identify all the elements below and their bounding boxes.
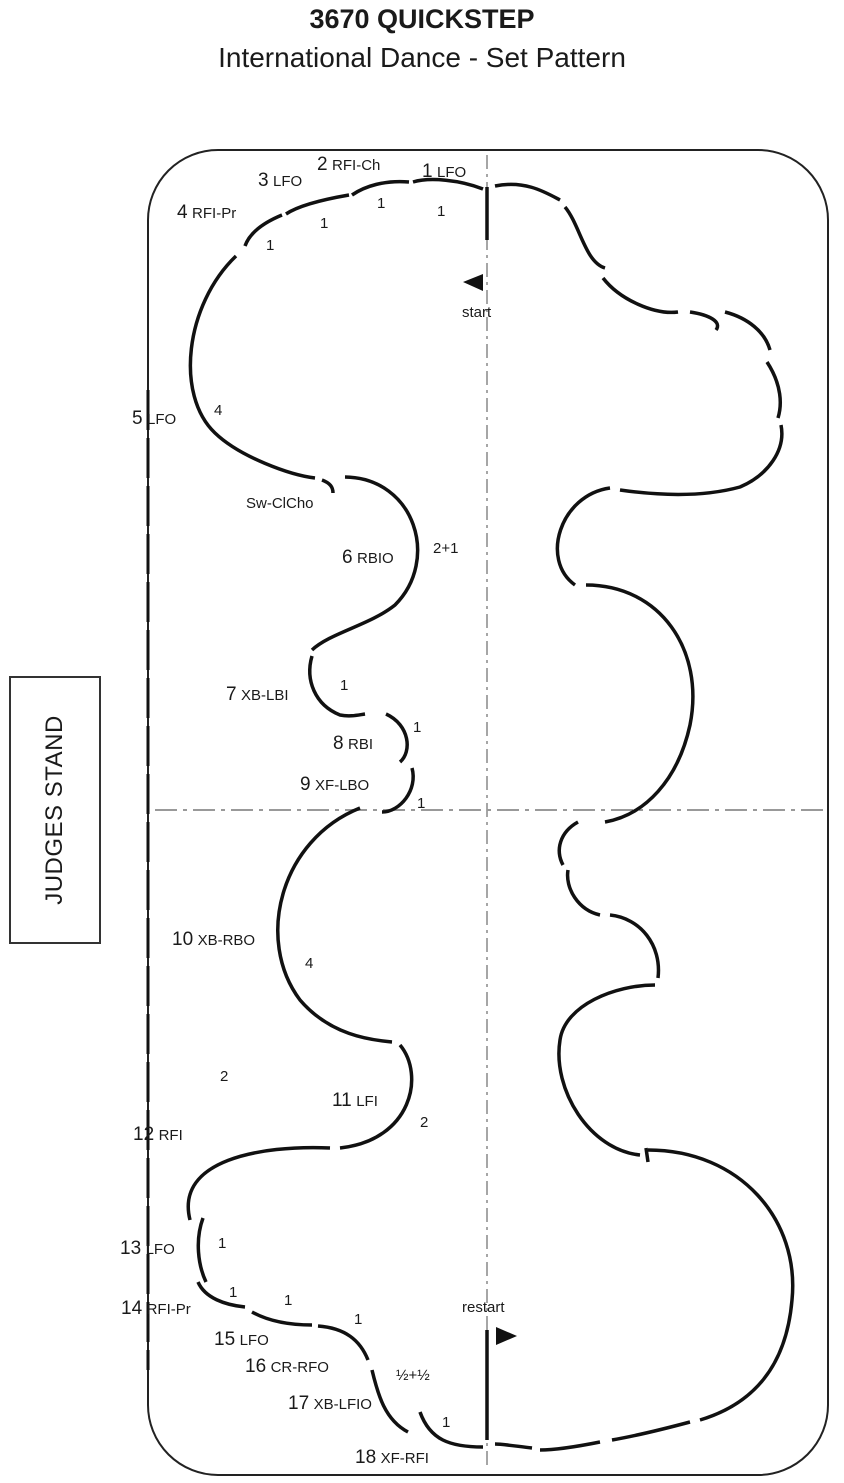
right-edge-13: [557, 983, 656, 1157]
count-1: 1: [437, 203, 445, 220]
step-11-edge: [339, 1043, 414, 1150]
step-label-13: 13 LFO: [120, 1238, 175, 1259]
step-label-2: 2 RFI-Ch: [317, 154, 380, 175]
right-edge-3: [601, 276, 679, 315]
step-label-18: 18 XF-RFI: [355, 1447, 429, 1468]
right-edge-14: [644, 1147, 650, 1163]
right-edge-9: [585, 583, 695, 824]
right-edge-2: [563, 205, 606, 270]
right-edge-18: [494, 1442, 533, 1450]
count-17: ½+½: [396, 1367, 430, 1384]
step-18-edge: [418, 1411, 484, 1449]
step-1-edge: [412, 177, 484, 191]
start-arrow-icon: [463, 274, 483, 291]
step-14-edge: [196, 1281, 246, 1309]
step-label-8: 8 RBI: [333, 733, 373, 754]
restart-label: restart: [462, 1299, 505, 1316]
right-edge-7: [619, 424, 784, 497]
step-label-9: 9 XF-LBO: [300, 774, 369, 795]
step-6b-edge: [310, 475, 420, 652]
right-edge-10: [557, 820, 579, 866]
step-label-11: 11 LFI: [332, 1090, 378, 1111]
right-edge-15: [647, 1148, 795, 1422]
right-edge-12: [609, 913, 661, 979]
step-label-7: 7 XB-LBI: [226, 684, 289, 705]
count-7: 1: [340, 677, 348, 694]
count-8: 1: [413, 719, 421, 736]
step-label-6: 6 RBIO: [342, 547, 394, 568]
count-9: 1: [417, 795, 425, 812]
step-8-edge: [385, 712, 409, 764]
start-label: start: [462, 304, 492, 321]
count-4: 1: [266, 237, 274, 254]
step-label-12: 12 RFI: [133, 1124, 183, 1145]
sw-note: Sw-ClCho: [246, 495, 314, 512]
count-5: 4: [214, 402, 222, 419]
count-15: 1: [284, 1292, 292, 1309]
step-label-10: 10 XB-RBO: [172, 929, 255, 950]
count-6: 2+1: [433, 540, 458, 557]
count-16: 1: [354, 1311, 362, 1328]
step-9-edge: [381, 767, 415, 814]
rink-outline: [147, 149, 829, 1476]
count-13: 1: [218, 1235, 226, 1252]
diagram-title: 3670 QUICKSTEP: [309, 4, 535, 34]
step-6-edge: [321, 478, 335, 494]
step-16-edge: [317, 1324, 370, 1361]
step-17-edge: [370, 1369, 409, 1434]
step-label-17: 17 XB-LFIO: [288, 1393, 372, 1414]
step-4-edge: [243, 213, 283, 247]
step-3-edge: [285, 193, 350, 216]
right-edge-16: [611, 1420, 691, 1442]
step-2-edge: [351, 179, 410, 197]
count-12: 2: [220, 1068, 228, 1085]
step-label-1: 1 LFO: [422, 161, 466, 182]
right-edge-6: [765, 361, 782, 419]
count-18: 1: [442, 1414, 450, 1431]
right-edge-1: [494, 182, 561, 202]
count-3: 1: [320, 215, 328, 232]
step-10-edge: [276, 806, 393, 1044]
right-edge-4: [689, 310, 720, 332]
judges-stand-box: JUDGES STAND: [9, 676, 101, 944]
right-edge-5: [724, 310, 772, 351]
step-label-15: 15 LFO: [214, 1329, 269, 1350]
step-12-edge: [186, 1145, 331, 1221]
step-label-3: 3 LFO: [258, 170, 302, 191]
step-label-14: 14 RFI-Pr: [121, 1298, 191, 1319]
diagram-subtitle: International Dance - Set Pattern: [218, 42, 626, 73]
step-label-4: 4 RFI-Pr: [177, 202, 236, 223]
count-11: 2: [420, 1114, 428, 1131]
right-edge-11: [565, 869, 601, 917]
step-15-edge: [251, 1310, 313, 1327]
count-2: 1: [377, 195, 385, 212]
step-7-edge: [308, 655, 366, 718]
restart-arrow-icon: [496, 1327, 517, 1345]
right-edge-17: [539, 1440, 601, 1452]
step-5-edge: [188, 254, 316, 480]
right-edge-8: [555, 486, 611, 587]
step-label-16: 16 CR-RFO: [245, 1356, 329, 1377]
step-13-edge: [196, 1217, 208, 1283]
count-14: 1: [229, 1284, 237, 1301]
count-10: 4: [305, 955, 313, 972]
step-label-5: 5 LFO: [132, 408, 176, 429]
